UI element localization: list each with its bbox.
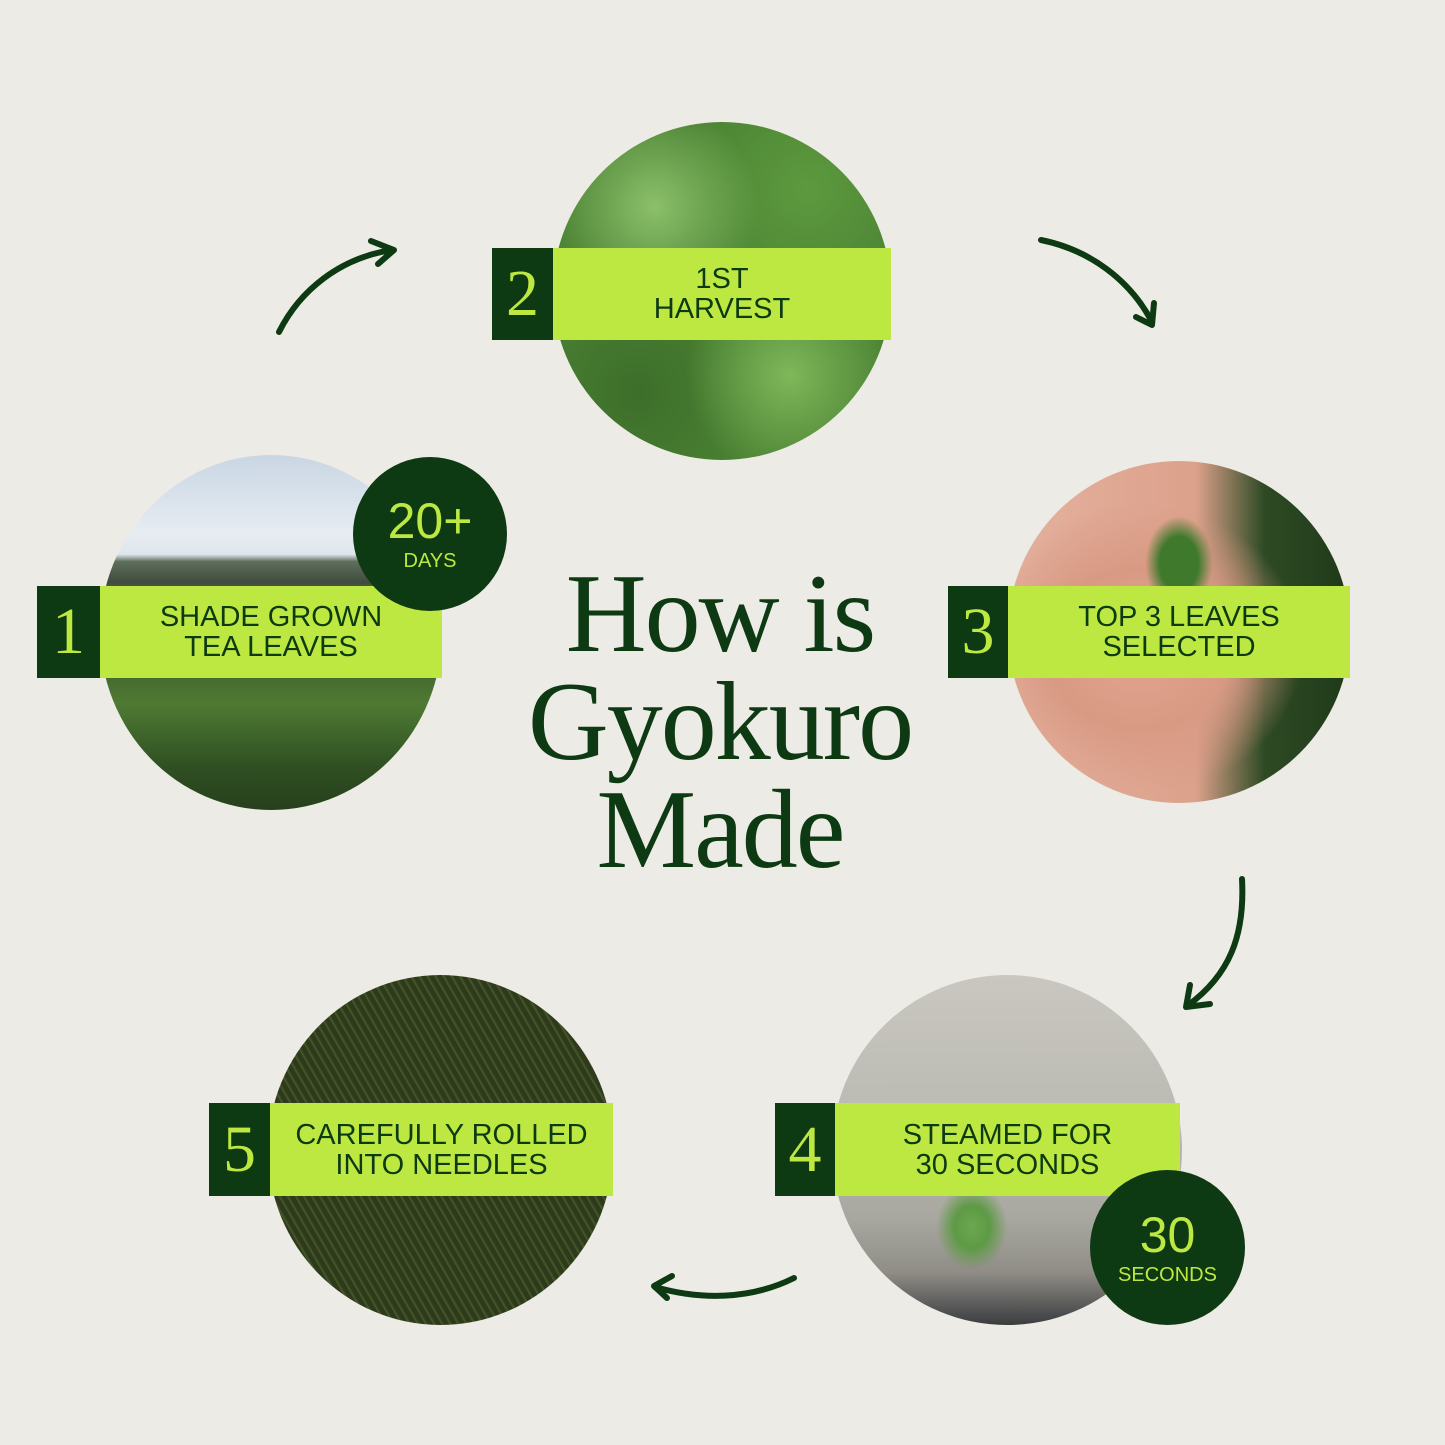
step-5-label: CAREFULLY ROLLED INTO NEEDLES bbox=[270, 1103, 613, 1196]
step-3-number: 3 bbox=[948, 586, 1008, 678]
badge-unit: SECONDS bbox=[1118, 1263, 1217, 1286]
badge-value: 20+ bbox=[387, 493, 473, 549]
step-5-label-line-1: CAREFULLY ROLLED bbox=[295, 1118, 588, 1151]
step-3-label-line-2: SELECTED bbox=[1102, 631, 1256, 663]
title-line-2: Gyokuro bbox=[527, 660, 914, 784]
title-line-1: How is bbox=[565, 552, 876, 676]
badge-value: 30 bbox=[1139, 1206, 1196, 1263]
step-4-label-line-2: 30 SECONDS bbox=[915, 1148, 1100, 1181]
step-3-label-line-1: TOP 3 LEAVES bbox=[1078, 601, 1280, 633]
step-5-label-line-2: INTO NEEDLES bbox=[335, 1148, 548, 1181]
page-title: How is Gyokuro Made bbox=[470, 552, 970, 892]
step-1-label-line-2: TEA LEAVES bbox=[184, 631, 358, 663]
step-1-days-badge: 20+ DAYS bbox=[353, 457, 507, 611]
step-5-number: 5 bbox=[209, 1103, 270, 1196]
title-line-3: Made bbox=[596, 768, 845, 892]
step-2-label-line-2: HARVEST bbox=[653, 293, 791, 325]
step-3-label: TOP 3 LEAVES SELECTED bbox=[1008, 586, 1350, 678]
badge-unit: DAYS bbox=[403, 550, 457, 572]
step-4-number: 4 bbox=[775, 1103, 835, 1196]
step-4-seconds-badge: 30 SECONDS bbox=[1090, 1170, 1245, 1325]
step-2-label-line-1: 1ST bbox=[695, 263, 749, 295]
step-4-label: STEAMED FOR 30 SECONDS bbox=[835, 1103, 1180, 1196]
step-1-label-line-1: SHADE GROWN bbox=[159, 601, 383, 633]
step-1-label: SHADE GROWN TEA LEAVES bbox=[100, 586, 442, 678]
step-2-label: 1ST HARVEST bbox=[553, 248, 891, 340]
step-2-number: 2 bbox=[492, 248, 553, 340]
step-4-label-line-1: STEAMED FOR bbox=[902, 1118, 1113, 1151]
step-1-number: 1 bbox=[37, 586, 100, 678]
